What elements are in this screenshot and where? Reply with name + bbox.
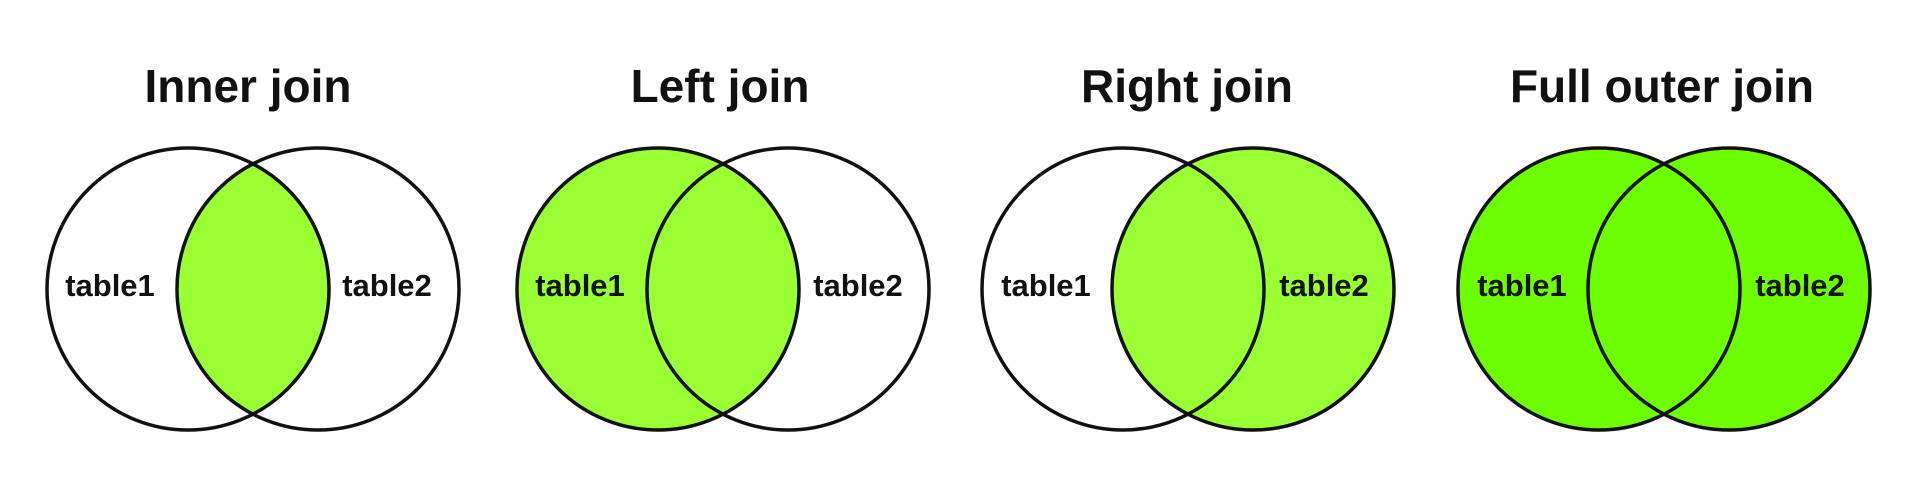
right-set-label: table2 — [1755, 268, 1845, 303]
left-circle-outline — [980, 146, 1266, 432]
left-circle-outline — [1456, 146, 1742, 432]
right-set-label: table2 — [813, 268, 903, 303]
left-circle-outline — [515, 146, 801, 432]
left-set-label: table1 — [1001, 268, 1091, 303]
left-set-label: table1 — [535, 268, 625, 303]
panel-title: Right join — [1081, 60, 1293, 112]
right-circle-fill — [1112, 148, 1394, 430]
right-circle-outline — [175, 146, 461, 432]
panel-title: Left join — [631, 60, 810, 112]
right-circle-outline — [1110, 146, 1396, 432]
right-circle-outline — [1586, 146, 1872, 432]
right-set-label: table2 — [342, 268, 432, 303]
right-set-label: table2 — [1279, 268, 1369, 303]
panel-title: Full outer join — [1510, 60, 1814, 112]
right-circle-fill — [1588, 148, 1870, 430]
left-set-label: table1 — [65, 268, 155, 303]
left-circle-fill — [517, 148, 799, 430]
panel-inner-join: Inner join table1 table2 — [45, 60, 461, 432]
panel-title: Inner join — [145, 60, 352, 112]
panel-left-join: Left join table1 table2 — [515, 60, 931, 432]
intersection-fill — [177, 148, 329, 430]
panel-full-outer-join: Full outer join table1 table2 — [1456, 60, 1872, 432]
left-set-label: table1 — [1477, 268, 1567, 303]
left-circle-outline — [45, 146, 331, 432]
panel-right-join: Right join table1 table2 — [980, 60, 1396, 432]
right-circle-outline — [645, 146, 931, 432]
